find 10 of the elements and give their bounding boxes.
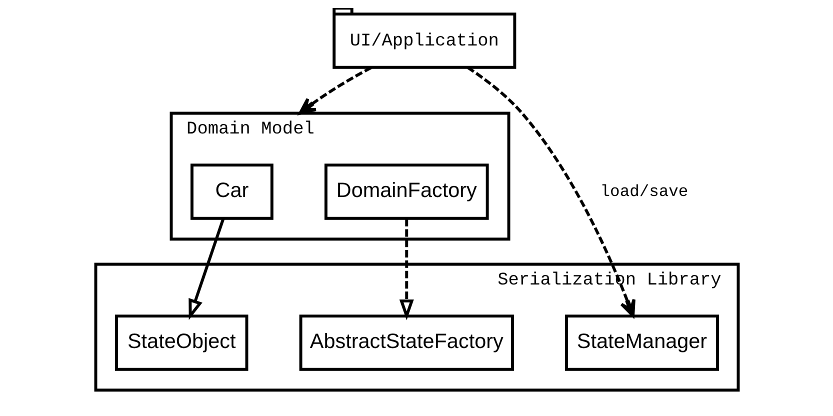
node-box: DomainFactory	[324, 164, 488, 220]
arrow	[188, 218, 224, 320]
arrow	[466, 66, 635, 318]
node-box: StateObject	[114, 314, 248, 371]
edge-label: load/save	[600, 182, 688, 201]
node-box: AbstractStateFactory	[298, 314, 514, 371]
node-box: Car	[190, 164, 273, 220]
arrow	[298, 66, 372, 115]
node-box: StateManager	[564, 314, 718, 371]
arrow	[398, 218, 414, 320]
